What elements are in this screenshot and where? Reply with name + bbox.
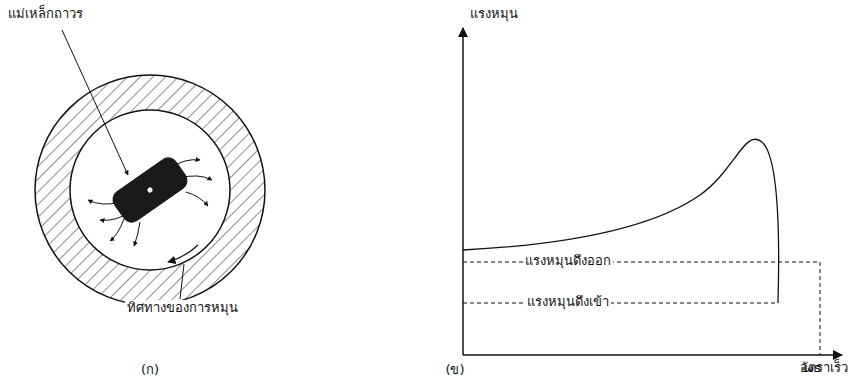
rotation-arrow xyxy=(168,245,198,262)
permanent-magnet xyxy=(109,153,192,226)
stator-ring xyxy=(35,75,265,305)
line-label: แรงหมุนดึงเข้า xyxy=(525,294,611,310)
axis-title: แรงหมุน xyxy=(470,6,518,22)
pull-in-line xyxy=(463,303,778,304)
figure-label: (ก) xyxy=(141,362,159,378)
line-label: แรงหมุนดึงออก xyxy=(523,253,613,269)
leader-line xyxy=(180,264,184,299)
pull-out-line xyxy=(463,262,820,355)
torque-curve xyxy=(463,139,779,303)
figure-label: (ข) xyxy=(445,362,464,378)
field-lines xyxy=(88,160,212,246)
y-axis xyxy=(462,28,464,355)
x-axis xyxy=(463,354,842,356)
axis-title: อัตราเร็ว xyxy=(800,360,848,376)
leader-line xyxy=(62,30,128,175)
part-name: แม่เหล็กถาวร xyxy=(8,6,83,22)
part-name: ทิศทางของการหมุน xyxy=(125,300,240,316)
